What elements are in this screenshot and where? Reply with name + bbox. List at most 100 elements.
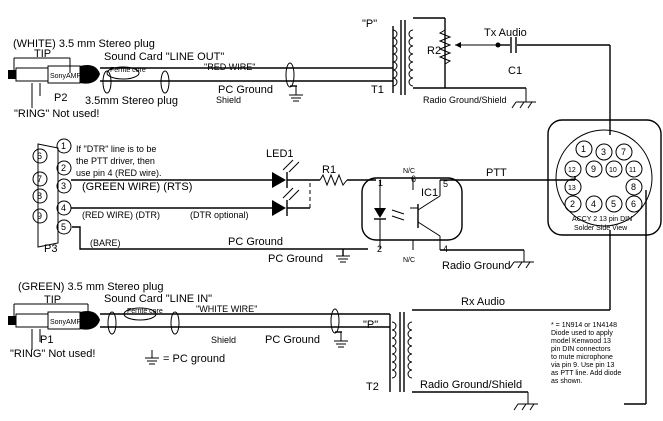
shield-top-label: Shield (216, 95, 241, 105)
svg-text:1: 1 (378, 178, 383, 188)
svg-text:4: 4 (591, 199, 596, 209)
top-plug-label: (WHITE) 3.5 mm Stereo plug (13, 38, 155, 50)
p3-label: P3 (44, 243, 57, 255)
p2-label: P2 (54, 92, 67, 104)
svg-text:4: 4 (61, 203, 66, 213)
red-wire-label: "RED WIRE" (204, 62, 255, 72)
p-top-label: "P" (362, 18, 377, 30)
accy-label-2: Solder Side View (574, 225, 628, 232)
capacitor-c1: C1 (500, 37, 610, 77)
svg-text:6: 6 (411, 174, 416, 184)
dtr-note-2: the PTT driver, then (76, 156, 155, 166)
potentiometer-r2: R2 (427, 29, 500, 65)
r1-label: R1 (322, 164, 336, 176)
p-bot-label: "P" (363, 319, 378, 331)
svg-text:13: 13 (568, 185, 576, 192)
red-dtr-label: (RED WIRE) (DTR) (82, 210, 160, 220)
dtr-optional-label: (DTR optional) (190, 210, 249, 220)
c1-label: C1 (508, 65, 522, 77)
svg-text:6: 6 (37, 151, 42, 161)
svg-text:Diode used to apply: Diode used to apply (551, 330, 613, 337)
svg-text:1: 1 (581, 144, 586, 154)
svg-text:9: 9 (591, 164, 596, 174)
svg-text:10: 10 (609, 167, 617, 174)
pc-ground-legend: = PC ground (145, 350, 225, 365)
p1-label: P1 (40, 334, 53, 346)
svg-text:* = 1N914 or 1N4148: * = 1N914 or 1N4148 (551, 322, 617, 329)
svg-text:11: 11 (629, 167, 636, 174)
accy-label-1: ACCY 2 13 pin DIN (572, 216, 632, 223)
svg-text:pin DIN connectors: pin DIN connectors (551, 346, 611, 353)
green-rts-label: (GREEN WIRE) (RTS) (82, 181, 192, 193)
ferrite-core-top: Ferrite core (102, 66, 170, 94)
svg-text:as PTT line. Add diode: as PTT line. Add diode (551, 370, 621, 377)
svg-text:5: 5 (61, 222, 66, 232)
svg-text:2: 2 (570, 199, 575, 209)
rx-audio-label: Rx Audio (461, 296, 505, 308)
tx-audio-label: Tx Audio (484, 27, 527, 39)
dtr-note-1: If "DTR" line is to be (76, 144, 156, 154)
svg-text:as shown.: as shown. (551, 378, 583, 385)
svg-text:1: 1 (61, 141, 66, 151)
resistor-r1: R1 (319, 164, 348, 187)
t2-label: T2 (366, 381, 379, 393)
plug-3-5-label: 3.5mm Stereo plug (85, 95, 178, 107)
svg-text:7: 7 (621, 147, 626, 157)
svg-text:Ferrite core: Ferrite core (127, 308, 163, 315)
r2-label: R2 (427, 45, 441, 57)
sound-card-out-label: Sound Card "LINE OUT" (104, 51, 224, 63)
sound-card-in-label: Sound Card "LINE IN" (104, 293, 212, 305)
svg-text:8: 8 (37, 191, 42, 201)
ferrite-core-bottom: Ferrite core (107, 307, 180, 335)
db9-connector-p3: 6 7 8 9 1 2 3 4 5 P3 (32, 138, 72, 255)
svg-text:3: 3 (601, 147, 606, 157)
radio-ground-top-label: Radio Ground/Shield (423, 95, 507, 105)
ptt-label: PTT (486, 167, 507, 179)
nc-top-label: N/C (403, 168, 415, 175)
transformer-t2: "P" T2 (363, 312, 413, 393)
ring-bot-label: "RING" Not used! (10, 348, 95, 360)
radio-ground-mid-label: Radio Ground (442, 260, 511, 272)
tip-top-label: TIP (34, 48, 51, 60)
ic1-label: IC1 (421, 187, 438, 199)
svg-text:model Kenwood 13: model Kenwood 13 (551, 338, 611, 345)
svg-text:4: 4 (443, 244, 448, 254)
svg-text:via pin 9. Use pin 13: via pin 9. Use pin 13 (551, 362, 615, 369)
svg-text:9: 9 (37, 211, 42, 221)
p1-stereo-plug: SonyAMP (8, 311, 100, 330)
optocoupler-ic1: IC1 1 2 5 4 6 N/C N/C (361, 168, 463, 264)
tip-bot-label: TIP (44, 294, 61, 306)
svg-text:12: 12 (568, 167, 576, 174)
pc-ground-mid2-label: PC Ground (268, 253, 323, 265)
svg-text:SonyAMP: SonyAMP (50, 73, 81, 80)
pc-ground-mid-label: PC Ground (228, 236, 283, 248)
svg-text:SonyAMP: SonyAMP (50, 319, 81, 326)
nc-bot-label: N/C (403, 257, 415, 264)
shield-bot-label: Shield (211, 335, 236, 345)
svg-text:7: 7 (37, 174, 42, 184)
white-wire-label: "WHITE WIRE" (196, 304, 257, 314)
pc-ground-top-label: PC Ground (218, 84, 273, 96)
diode-note: * = 1N914 or 1N4148 Diode used to apply … (551, 322, 621, 385)
dtr-note-3: use pin 4 (RED wire). (76, 168, 162, 178)
svg-text:= PC ground: = PC ground (163, 353, 225, 365)
svg-text:to mute microphone: to mute microphone (551, 354, 613, 361)
pc-ground-bot-label: PC Ground (265, 334, 320, 346)
svg-text:6: 6 (631, 199, 636, 209)
radio-ground-bot-label: Radio Ground/Shield (420, 379, 522, 391)
bare-label: (BARE) (90, 238, 121, 248)
p2-stereo-plug: SonyAMP (8, 65, 100, 84)
bottom-plug-label: (GREEN) 3.5 mm Stereo plug (18, 281, 164, 293)
din-13-pin-connector: 1 3 12 9 10 11 13 8 2 4 5 6 7 ACCY 2 13 … (547, 119, 662, 236)
svg-text:3: 3 (61, 181, 66, 191)
ring-top-label: "RING" Not used! (14, 108, 99, 120)
t1-label: T1 (371, 84, 384, 96)
transformer-t1: "P" T1 (362, 18, 414, 96)
led1-label: LED1 (266, 148, 294, 160)
svg-text:5: 5 (611, 199, 616, 209)
svg-text:Ferrite core: Ferrite core (110, 67, 146, 74)
svg-text:5: 5 (443, 179, 448, 189)
led1: LED1 (266, 148, 300, 216)
svg-text:2: 2 (61, 163, 66, 173)
